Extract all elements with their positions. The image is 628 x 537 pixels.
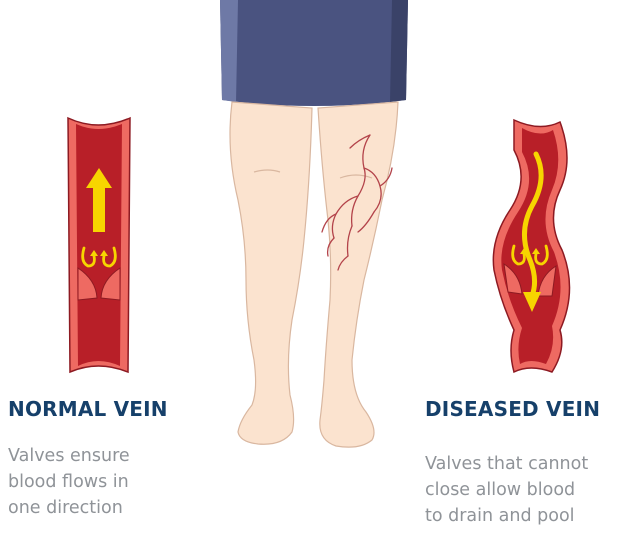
normal-vein-desc-line: Valves ensure <box>8 443 130 469</box>
normal-vein-illustration <box>68 118 130 372</box>
legs-illustration <box>220 0 408 447</box>
normal-vein-desc-line: one direction <box>8 495 130 521</box>
diseased-vein-illustration <box>493 120 569 372</box>
skirt-shade-right <box>390 0 408 102</box>
normal-vein-title: NORMAL VEIN <box>8 397 168 421</box>
normal-vein-desc-line: blood flows in <box>8 469 130 495</box>
left-leg <box>230 102 312 444</box>
skirt-shade <box>220 0 238 102</box>
normal-vein-description: Valves ensure blood flows in one directi… <box>8 443 130 521</box>
diseased-vein-desc-line: to drain and pool <box>425 503 588 529</box>
diseased-vein-description: Valves that cannot close allow blood to … <box>425 451 588 529</box>
skirt <box>220 0 408 106</box>
right-leg <box>318 102 398 447</box>
diseased-vein-title: DISEASED VEIN <box>425 397 600 421</box>
diseased-vein-desc-line: close allow blood <box>425 477 588 503</box>
diseased-vein-desc-line: Valves that cannot <box>425 451 588 477</box>
normal-vein-blood <box>76 124 122 366</box>
